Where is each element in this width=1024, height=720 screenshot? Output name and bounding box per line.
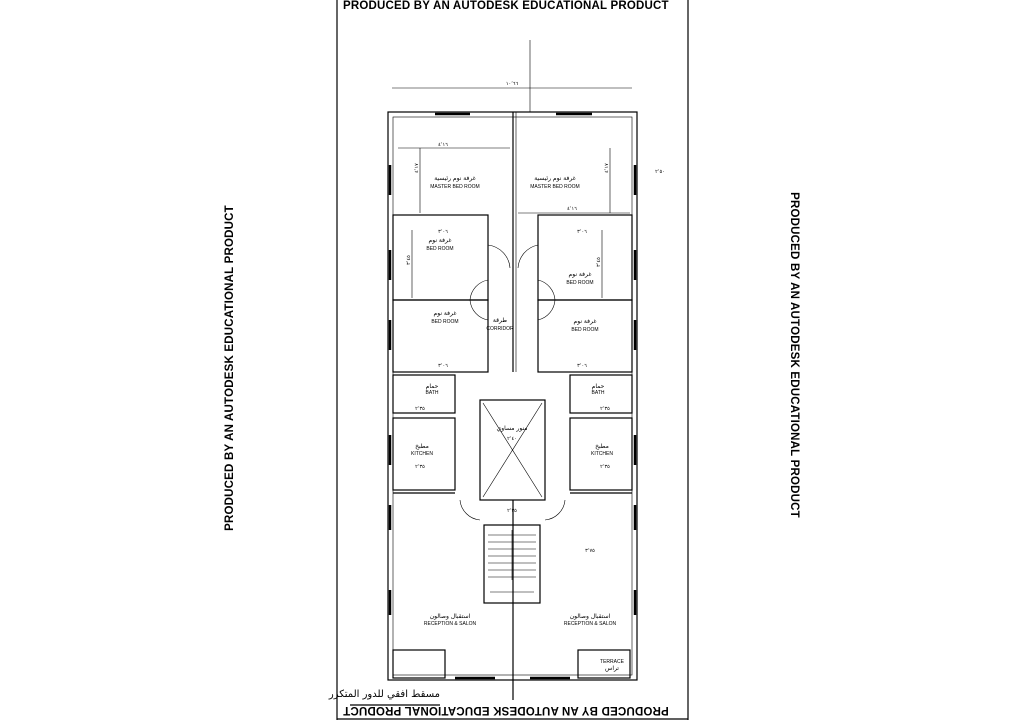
watermark-top: PRODUCED BY AN AUTODESK EDUCATIONAL PROD…	[343, 0, 669, 12]
terrace-right	[577, 649, 631, 679]
label-reception-right-ar: استقبال وصالون	[570, 613, 611, 620]
bath-right	[569, 374, 633, 414]
dim-side: ٢٬٥٠	[655, 169, 665, 175]
label-kitchen-right-en: KITCHEN	[591, 451, 613, 457]
dim-master-height-right: ٤٬١٧	[604, 163, 610, 173]
bedroom-right-2	[537, 299, 633, 373]
dim-reception: ٣٬٧٥	[585, 548, 595, 554]
dim-bath-left: ٢٬٣٥	[415, 406, 425, 412]
label-reception-left-en: RECEPTION & SALON	[424, 621, 477, 627]
bedroom-right-1	[537, 214, 633, 301]
staircase	[483, 524, 541, 604]
label-bed2-ar: غرفة نوم	[434, 310, 457, 317]
dim-master-right: ٤٬١٦	[567, 206, 577, 212]
bath-left	[392, 374, 456, 414]
dim-bed-height-left: ٣٬٤٥	[406, 255, 412, 265]
label-light-well: منور مساوي	[497, 425, 528, 432]
label-bed1-ar: غرفة نوم	[429, 237, 452, 244]
dim-well: ٢٬٤٠	[507, 436, 517, 442]
label-kitchen-left-ar: مطبخ	[415, 443, 429, 450]
dim-total: ١٠٬٦٦	[506, 81, 519, 87]
dim-kitchen-right: ٢٬٣٥	[600, 464, 610, 470]
label-kitchen-right-ar: مطبخ	[595, 443, 609, 450]
label-kitchen-left-en: KITCHEN	[411, 451, 433, 457]
label-bed4-ar: غرفة نوم	[574, 318, 597, 325]
stair-steps	[488, 530, 536, 593]
label-bath-right-en: BATH	[592, 390, 605, 396]
dim-master-height-left: ٤٬١٧	[414, 163, 420, 173]
dim-bed-left-2: ٣٬٠٦	[438, 363, 448, 369]
dim-master-left: ٤٬١٦	[438, 142, 448, 148]
label-bath-left-ar: حمام	[426, 383, 439, 390]
drawing-title: مسقط افقي للدور المتكرر	[328, 689, 440, 700]
dim-bed-right-2: ٣٬٠٦	[577, 363, 587, 369]
dim-bath-right: ٢٬٣٥	[600, 406, 610, 412]
kitchen-left	[392, 417, 456, 491]
label-bed3-ar: غرفة نوم	[569, 271, 592, 278]
label-reception-left-ar: استقبال وصالون	[430, 613, 471, 620]
dim-kitchen-left: ٢٬٣٥	[415, 464, 425, 470]
dim-bed-left: ٣٬٠٦	[438, 229, 448, 235]
label-bath-left-en: BATH	[426, 390, 439, 396]
dim-bed-right: ٣٬٠٦	[577, 229, 587, 235]
label-master-left-ar: غرفة نوم رئيسية	[434, 175, 476, 182]
label-corridor-en: CORRIDOR	[486, 326, 514, 332]
bedroom-left-2	[392, 299, 489, 373]
dim-stair: ٢٬٣٥	[507, 508, 517, 514]
label-terrace-en: TERRACE	[600, 659, 625, 665]
label-bed3-en: BED ROOM	[566, 280, 593, 286]
label-master-right-en: MASTER BED ROOM	[530, 184, 579, 190]
label-bed1-en: BED ROOM	[426, 246, 453, 252]
label-bed4-en: BED ROOM	[571, 327, 598, 333]
light-well	[479, 399, 546, 501]
label-bed2-en: BED ROOM	[431, 319, 458, 325]
kitchen-right	[569, 417, 633, 491]
label-bath-right-ar: حمام	[592, 383, 605, 390]
doors	[459, 244, 566, 521]
label-terrace-ar: تراس	[605, 665, 619, 672]
label-master-left-en: MASTER BED ROOM	[430, 184, 479, 190]
dim-bed-height-right: ٣٬٤٥	[596, 257, 602, 267]
terrace-left	[392, 649, 446, 679]
label-master-right-ar: غرفة نوم رئيسية	[534, 175, 576, 182]
windows	[388, 112, 637, 680]
label-reception-right-en: RECEPTION & SALON	[564, 621, 617, 627]
label-corridor-ar: طرقة	[493, 317, 507, 324]
